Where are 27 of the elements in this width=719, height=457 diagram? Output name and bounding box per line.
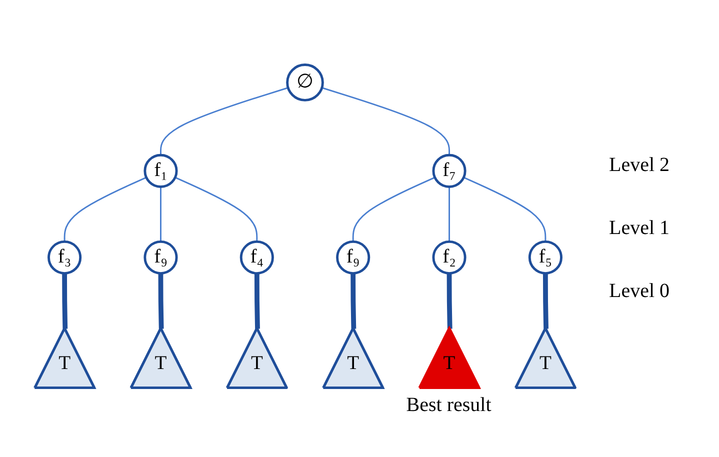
node-circle: f₂ bbox=[432, 240, 466, 274]
level-label: Level 1 bbox=[609, 217, 671, 240]
connector bbox=[446, 273, 452, 329]
node-circle: f₃ bbox=[47, 240, 82, 274]
level-label: Level 0 bbox=[609, 280, 671, 303]
node-circle: f₉ bbox=[143, 240, 178, 274]
connector bbox=[542, 273, 548, 329]
connector bbox=[321, 86, 450, 155]
connector bbox=[160, 86, 288, 155]
node-circle: f₄ bbox=[239, 240, 274, 274]
level-label: Level 2 bbox=[609, 154, 671, 177]
node-circle: f₉ bbox=[336, 240, 370, 274]
connector bbox=[352, 176, 435, 242]
connector bbox=[63, 176, 146, 242]
node-circle: f₅ bbox=[528, 240, 562, 274]
node-circle: ∅ bbox=[286, 63, 324, 102]
node-caption: Best result bbox=[406, 394, 492, 416]
connector bbox=[174, 176, 258, 242]
node-circle: f₇ bbox=[432, 154, 466, 188]
connector bbox=[160, 186, 161, 242]
connector bbox=[448, 186, 450, 242]
connector bbox=[62, 273, 68, 329]
connector bbox=[462, 176, 546, 242]
connector bbox=[350, 273, 356, 329]
connector bbox=[158, 273, 164, 329]
connector bbox=[254, 273, 260, 329]
node-circle: f₁ bbox=[143, 154, 178, 188]
